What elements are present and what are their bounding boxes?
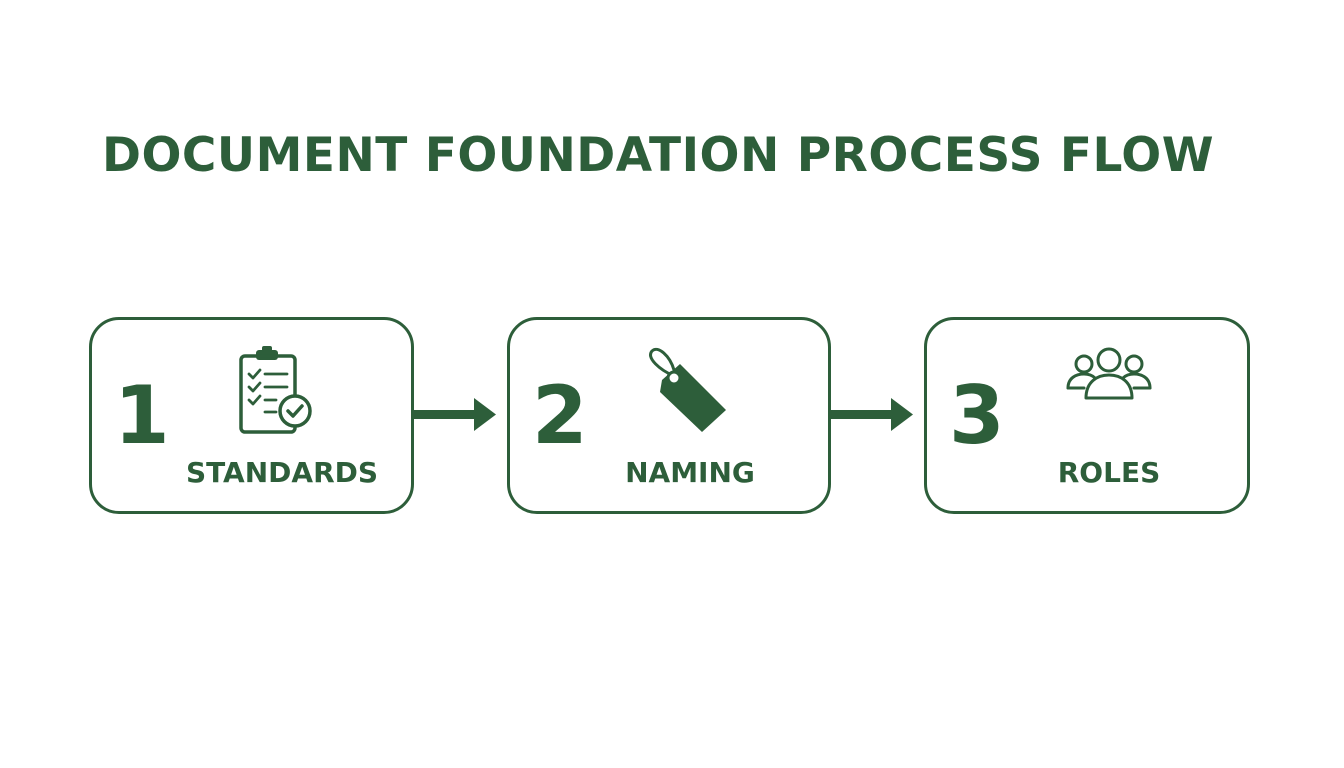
step-number: 2: [532, 369, 588, 462]
step-naming: 2 NAMING: [507, 317, 831, 514]
tag-icon: [649, 347, 726, 432]
step-number: 3: [949, 369, 1005, 462]
step-label: STANDARDS: [185, 456, 379, 489]
people-group-icon: [1066, 347, 1152, 400]
flow-arrow: [414, 398, 496, 431]
step-label: NAMING: [625, 456, 755, 489]
step-standards: 1 STANDARDS: [89, 317, 414, 514]
step-roles: 3 ROLES: [924, 317, 1250, 514]
flow-arrow: [831, 398, 913, 431]
diagram-title: DOCUMENT FOUNDATION PROCESS FLOW: [101, 128, 1215, 183]
clipboard-checklist-icon: [239, 346, 312, 434]
step-label: ROLES: [1057, 456, 1161, 489]
step-number: 1: [114, 369, 170, 462]
